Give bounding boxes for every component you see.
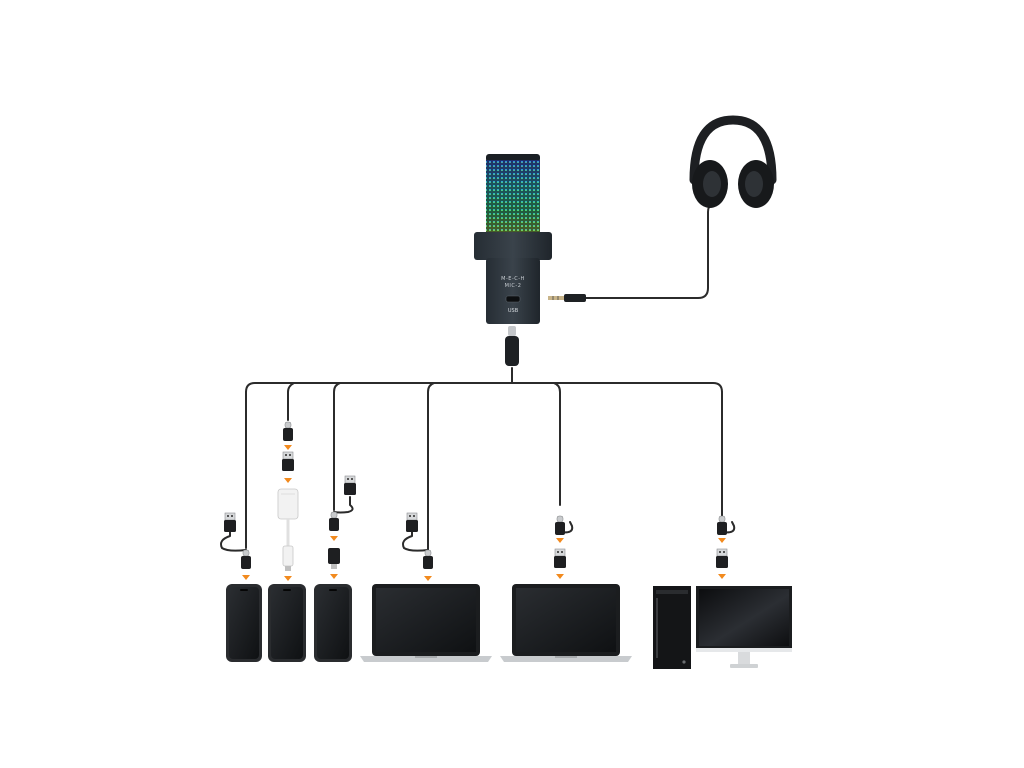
headphones (689, 115, 777, 208)
laptop-1-usb-c-plug (422, 549, 434, 570)
phone-2-usb-a-adapter (281, 451, 295, 472)
headphone-jack-plug (548, 294, 586, 302)
phone-1-usb-c-plug (240, 549, 252, 570)
laptop-1-screen (376, 588, 476, 652)
mic-model-text: MIC-2 (505, 283, 522, 289)
laptop-1 (360, 584, 492, 662)
phone-2-screen (271, 587, 303, 659)
phone-1-adapter-loop (220, 527, 247, 552)
pc-tower (653, 586, 691, 669)
monitor-screen (699, 589, 789, 646)
laptop-1-arrow-icon (424, 576, 432, 581)
phone-3-arrow-icon-2 (330, 574, 338, 579)
cable-to-laptop-1 (427, 382, 435, 551)
phone-2-arrow-icon-3 (284, 576, 292, 581)
monitor-foot (730, 664, 758, 668)
monitor-chin (696, 648, 792, 652)
desktop-pc (653, 586, 792, 669)
mic-usb-port (505, 295, 521, 303)
mic-shock-ring (474, 232, 552, 260)
phone-3-usb-a-plug (343, 475, 357, 496)
phone-3 (314, 584, 352, 662)
laptop-1-usb-a-plug (405, 512, 419, 533)
mic-port-label: USB (508, 308, 519, 314)
laptop-2 (500, 584, 632, 662)
laptop-1-base (360, 656, 492, 662)
usb-microphone: M-E-C-H MIC-2 USB (474, 154, 552, 366)
phone-3-usb-c-plug (328, 511, 340, 532)
phone-2-arrow-icon-2 (284, 478, 292, 483)
mic-body (486, 258, 540, 324)
hub-bus-cable (245, 382, 723, 393)
desktop-arrow-icon-1 (718, 538, 726, 543)
cable-to-phone-3 (333, 382, 341, 511)
laptop-2-base (500, 656, 632, 662)
cable-to-laptop-2 (553, 382, 561, 506)
desktop-usb-c-plug (716, 515, 728, 536)
mic-brand-text: M-E-C-H (501, 276, 525, 282)
phone-3-lightning-plug (328, 548, 340, 569)
headphone-cable (584, 203, 713, 299)
laptop-2-screen (516, 588, 616, 652)
phone-3-adapter-loop (333, 496, 354, 514)
phone-3-arrow-icon-1 (330, 536, 338, 541)
phone-1-usb-a-plug (223, 512, 237, 533)
phone-1 (226, 584, 262, 662)
phone-3-screen (317, 587, 349, 659)
desktop-arrow-icon-2 (718, 574, 726, 579)
laptop-1-adapter-loop (402, 527, 429, 552)
phone-1-screen (229, 587, 259, 659)
laptop-2-arrow-icon-1 (556, 538, 564, 543)
phone-2-usb-c-plug (282, 421, 294, 442)
desktop-usb-a-adapter (715, 548, 729, 569)
cable-to-phone-2 (287, 382, 295, 421)
connectors (223, 421, 729, 581)
headband-icon (689, 115, 777, 185)
monitor-stand (738, 652, 750, 664)
mic-usb-c-plug (505, 336, 519, 366)
phone-2-lightning-adapter (277, 488, 299, 571)
laptop-2-usb-a-adapter (553, 548, 567, 569)
laptop-2-usb-c-plug (554, 515, 566, 536)
phone-2-arrow-icon-1 (284, 445, 292, 450)
laptop-2-arrow-icon-2 (556, 574, 564, 579)
phone-2 (268, 584, 306, 662)
phone-1-arrow-icon (242, 575, 250, 580)
cable-network (220, 203, 736, 552)
